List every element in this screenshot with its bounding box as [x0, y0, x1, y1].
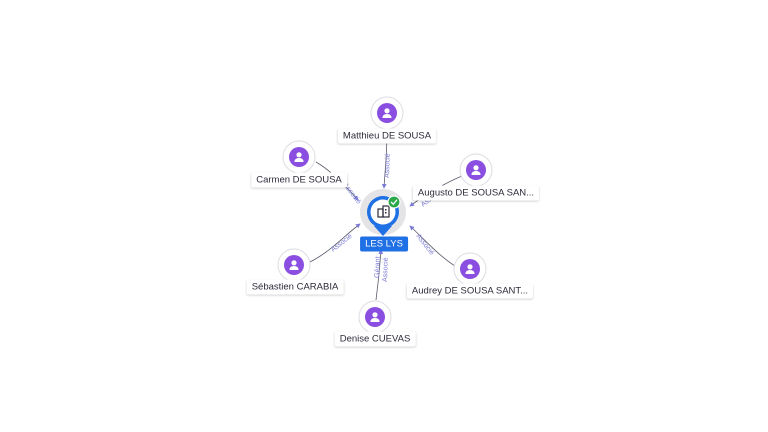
edge-label-sebastien: Associé	[330, 233, 354, 254]
edge-sebastien	[309, 223, 361, 263]
person-label-denise[interactable]: Denise CUEVAS	[334, 331, 416, 347]
edge-label-denise-2: Associé	[382, 257, 390, 282]
person-node-matthieu[interactable]	[370, 96, 404, 130]
company-node[interactable]	[360, 189, 406, 236]
person-node-carmen[interactable]	[282, 140, 316, 174]
edge-label-matthieu: Associé	[384, 153, 392, 178]
person-node-sebastien[interactable]	[277, 248, 311, 282]
person-icon	[465, 264, 475, 274]
person-label-augusto[interactable]: Augusto DE SOUSA SAN...	[412, 185, 540, 201]
edge-label-denise-1: Gérant	[374, 256, 382, 278]
person-node-denise[interactable]	[358, 300, 392, 334]
person-label-carmen[interactable]: Carmen DE SOUSA	[251, 172, 347, 188]
person-icon	[471, 165, 481, 175]
person-icon	[294, 152, 304, 162]
person-node-augusto[interactable]	[459, 153, 493, 187]
edge-denise	[375, 249, 384, 301]
edge-label-audrey: Associé	[414, 233, 435, 257]
person-label-matthieu[interactable]: Matthieu DE SOUSA	[337, 128, 437, 144]
person-node-audrey[interactable]	[453, 252, 487, 286]
person-icon	[289, 260, 299, 270]
person-label-sebastien[interactable]: Sébastien CARABIA	[246, 279, 344, 295]
company-label[interactable]: LES LYS	[360, 236, 408, 252]
edge-audrey	[409, 225, 456, 267]
person-icon	[370, 312, 380, 322]
person-icon	[382, 108, 392, 118]
person-label-audrey[interactable]: Audrey DE SOUSA SANT...	[406, 283, 534, 299]
check-badge-icon	[387, 195, 401, 209]
building-icon	[377, 205, 390, 218]
